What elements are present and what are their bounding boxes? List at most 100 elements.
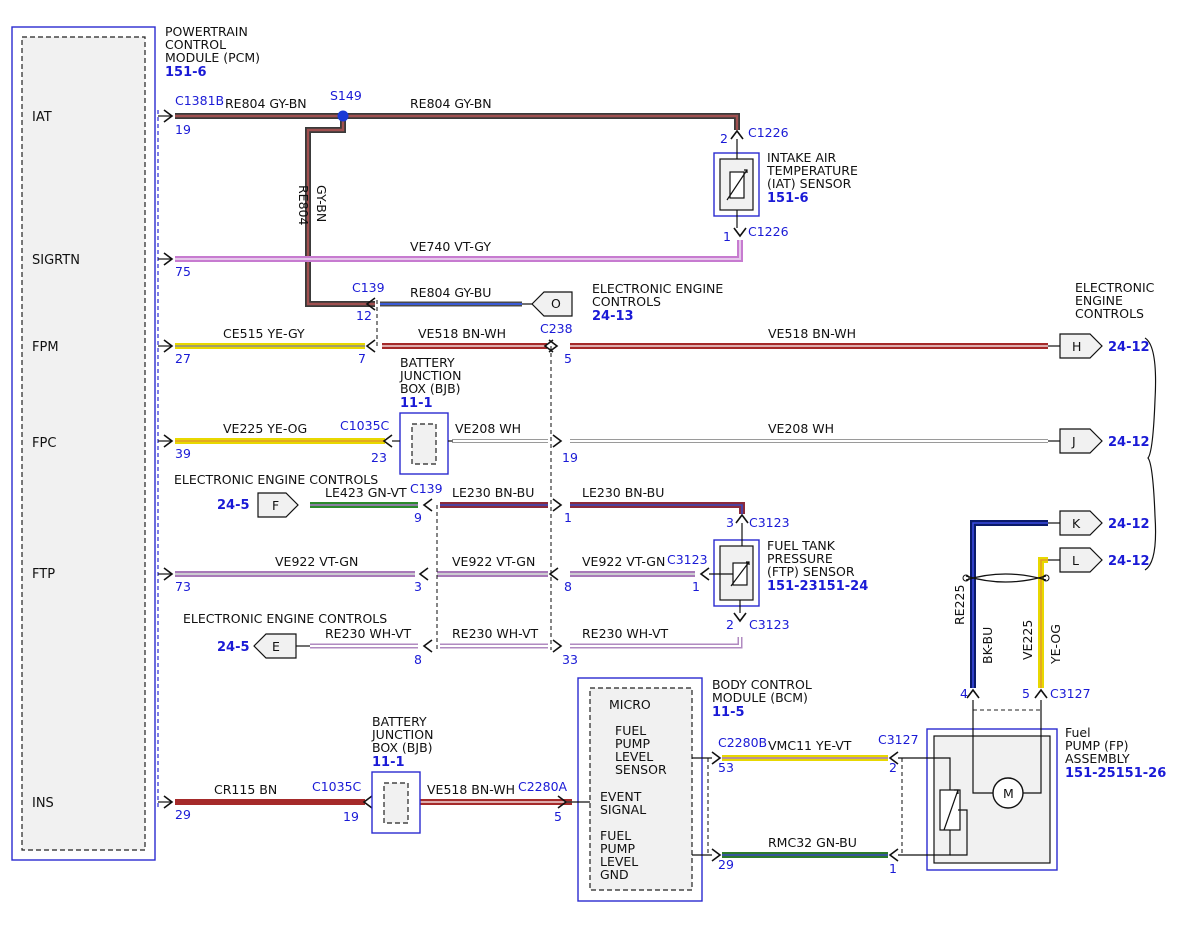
flag-l-ref[interactable]: 24-12 (1108, 554, 1150, 569)
wire-label-ce515: CE515 YE-GY (223, 326, 305, 341)
pcm-ref[interactable]: 151-6 (165, 65, 207, 80)
splice-s149-label: S149 (330, 88, 362, 103)
pin-1-ftp: 1 (692, 579, 700, 594)
pin-1-fp: 1 (889, 861, 897, 876)
wire-re230-wh-vt (310, 637, 743, 649)
conn-c1226-bot: C1226 (748, 224, 789, 239)
pin-8-c139: 8 (414, 652, 422, 667)
flag-h-ref[interactable]: 24-12 (1108, 340, 1150, 355)
flag-k-ref[interactable]: 24-12 (1108, 517, 1150, 532)
eec-o-ref[interactable]: 24-13 (592, 309, 634, 324)
wire-label-ve922-a: VE922 VT-GN (275, 554, 358, 569)
bcm-micro: MICRO (609, 697, 651, 712)
pcm-signal-iat: IAT (32, 110, 52, 125)
wire-label-vmc11: VMC11 YE-VT (768, 738, 852, 753)
flag-j-ref[interactable]: 24-12 (1108, 435, 1150, 450)
wire-label-re230-c: RE230 WH-VT (582, 626, 669, 641)
pin-39: 39 (175, 446, 191, 461)
pin-73: 73 (175, 579, 191, 594)
twisted-pair-marker (962, 573, 1050, 583)
flag-k[interactable]: K (1048, 510, 1103, 536)
pin-53: 53 (718, 760, 734, 775)
pcm-signal-fpm: FPM (32, 340, 59, 355)
flag-l-label: L (1072, 553, 1079, 568)
bcm-event-1: EVENT (600, 789, 642, 804)
bjb-top (392, 412, 453, 475)
pin-3-ftp: 3 (726, 515, 734, 530)
flag-l[interactable]: L (1048, 547, 1103, 573)
wire-ve225-ye-og-vert (1038, 557, 1048, 688)
wire-label-re230-b: RE230 WH-VT (452, 626, 539, 641)
wire-label-ve225-v2: YE-OG (1048, 624, 1063, 665)
pin-arrows (158, 109, 1048, 862)
bjb-bottom (371, 771, 421, 834)
conn-c3123-mid: C3123 (667, 552, 708, 567)
level-sensor-icon (943, 789, 959, 831)
pin-23: 23 (371, 450, 387, 465)
splice-s149[interactable] (337, 110, 349, 122)
wire-label-ve518-c: VE518 BN-WH (427, 782, 515, 797)
flag-o[interactable]: O (522, 291, 573, 317)
pin-3-c139: 3 (414, 579, 422, 594)
conn-c1226-top: C1226 (748, 125, 789, 140)
pcm-title-3: MODULE (PCM) (165, 50, 260, 65)
flag-h-label: H (1072, 339, 1081, 354)
conn-c3123-bot: C3123 (749, 617, 790, 632)
bjb-bottom-title-3: BOX (BJB) (372, 740, 433, 755)
fp-ref[interactable]: 151-25151-26 (1065, 766, 1166, 781)
pin-7: 7 (358, 351, 366, 366)
wire-label-le230-b: LE230 BN-BU (582, 485, 664, 500)
bjb-bottom-title-2: JUNCTION (371, 727, 433, 742)
fp-assembly: M (898, 700, 1058, 871)
bcm-gnd-3: LEVEL (600, 854, 638, 869)
bcm-title-1: BODY CONTROL (712, 677, 812, 692)
wire-ve740-vt-gy (175, 240, 743, 262)
flag-e-label: E (272, 639, 280, 654)
wire-le230-bn-bu (440, 502, 745, 514)
flag-e[interactable]: E (253, 633, 310, 659)
conn-c1035c-top: C1035C (340, 418, 390, 433)
pcm-signal-ftp: FTP (32, 567, 55, 582)
eec-o-title-2: CONTROLS (592, 294, 661, 309)
iat-ref[interactable]: 151-6 (767, 191, 809, 206)
wire-label-ve208-a: VE208 WH (455, 421, 521, 436)
flag-j[interactable]: J (1048, 428, 1103, 454)
wire-label-ve922-b: VE922 VT-GN (452, 554, 535, 569)
pin-2-ftp: 2 (726, 617, 734, 632)
fp-motor-label: M (1003, 786, 1014, 801)
iat-title-3: (IAT) SENSOR (767, 176, 852, 191)
flag-f[interactable]: F (257, 492, 299, 518)
ftp-ref[interactable]: 151-23151-24 (767, 579, 868, 594)
pcm-signal-ins: INS (32, 796, 54, 811)
iat-title-2: TEMPERATURE (766, 163, 858, 178)
wire-label-ve208-b: VE208 WH (768, 421, 834, 436)
bjb-bottom-title-1: BATTERY (372, 714, 427, 729)
flag-j-label: J (1071, 434, 1076, 449)
pin-8-c238: 8 (564, 579, 572, 594)
pin-29-bcm: 29 (718, 857, 734, 872)
wire-label-re804-v1: RE804 (296, 185, 311, 225)
pcm-signal-sigrtn: SIGRTN (32, 253, 80, 268)
bjb-top-ref[interactable]: 11-1 (400, 396, 433, 411)
bjb-top-title-1: BATTERY (400, 355, 455, 370)
flag-h[interactable]: H (1048, 333, 1103, 359)
iat-title-1: INTAKE AIR (767, 150, 837, 165)
pin-5-bcm: 5 (554, 809, 562, 824)
eec-f-ref[interactable]: 24-5 (217, 498, 250, 513)
pcm-module: IAT SIGRTN FPM FPC FTP INS (11, 26, 156, 861)
eec-e-ref[interactable]: 24-5 (217, 640, 250, 655)
pressure-sensor-icon (730, 561, 750, 587)
bjb-bottom-ref[interactable]: 11-1 (372, 755, 405, 770)
conn-c139-top: C139 (352, 280, 385, 295)
ftp-title-1: FUEL TANK (767, 538, 836, 553)
fp-title-2: PUMP (FP) (1065, 738, 1128, 753)
wire-re225-bk-bu (970, 520, 1048, 688)
bcm-ref[interactable]: 11-5 (712, 705, 745, 720)
bcm-fpls-3: LEVEL (615, 749, 653, 764)
pin-2-fp: 2 (889, 760, 897, 775)
eec-right-title-2: ENGINE (1075, 293, 1123, 308)
bcm-gnd-2: PUMP (600, 841, 635, 856)
bcm-event-2: SIGNAL (600, 802, 646, 817)
pin-1-iat: 1 (723, 229, 731, 244)
pin-19-pcm: 19 (175, 122, 191, 137)
